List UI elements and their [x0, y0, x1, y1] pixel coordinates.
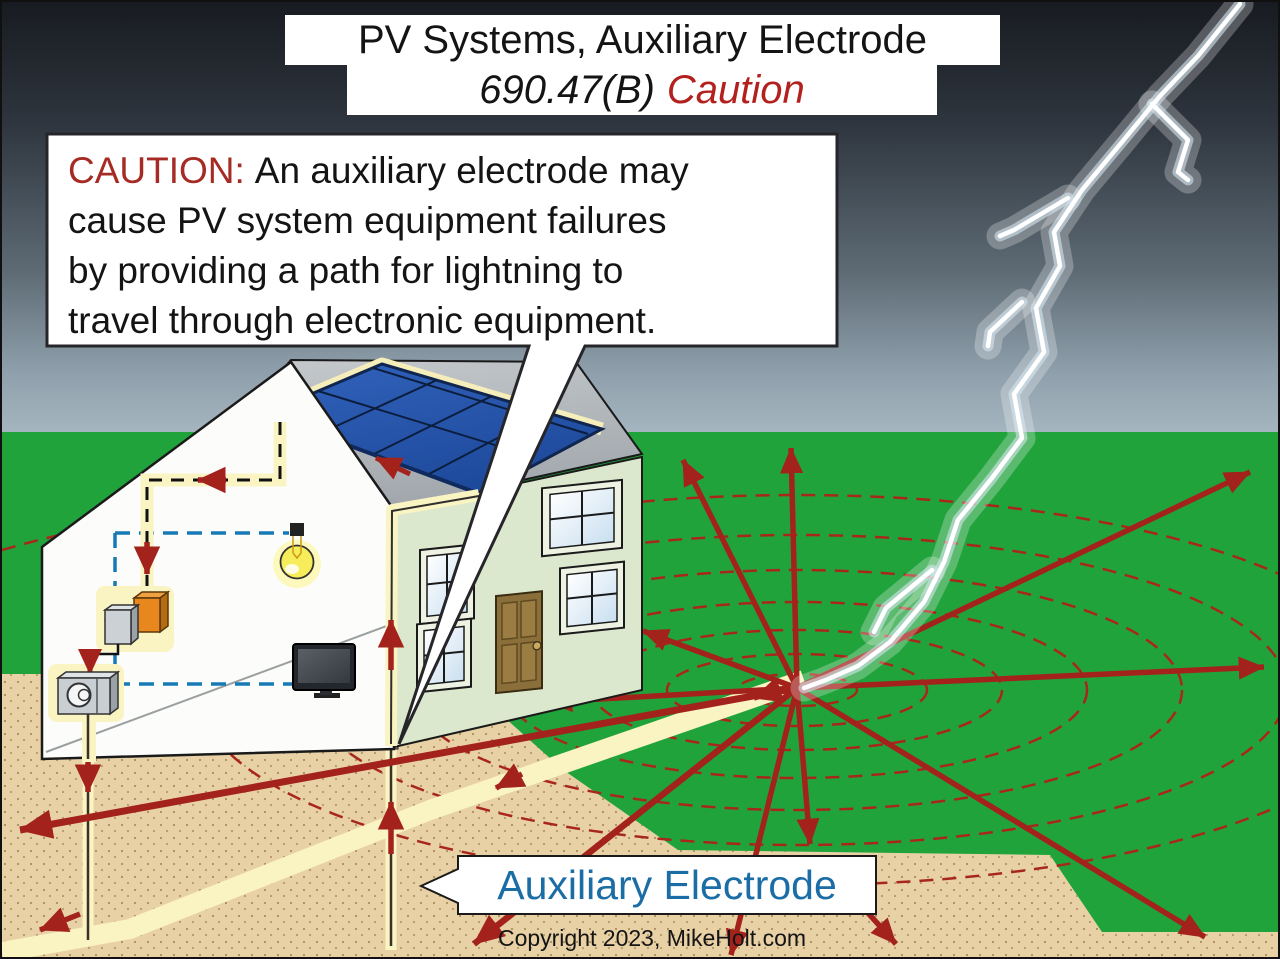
caution-callout-box	[45, 132, 839, 745]
window	[541, 478, 623, 558]
house	[40, 357, 644, 762]
caution-line: CAUTION:An auxiliary electrode may	[68, 150, 689, 191]
aux-label-box	[418, 855, 877, 915]
window	[559, 560, 625, 636]
caution-note: CAUTION:An auxiliary electrode may cause…	[68, 146, 823, 341]
pv-conductor-path	[133, 422, 287, 596]
utility-meter	[55, 670, 121, 716]
tv-icon	[292, 643, 356, 698]
lightning-bolt-icon	[790, 2, 1254, 702]
caution-line: cause PV system equipment failures	[68, 200, 667, 241]
caution-word: Caution	[666, 68, 805, 112]
caution-label: CAUTION:	[68, 150, 245, 191]
auxiliary-electrode-conductor	[377, 489, 481, 747]
caution-line: travel through electronic equipment.	[68, 300, 657, 341]
copyright-text: Copyright 2023, MikeHolt.com	[497, 925, 807, 951]
front-door	[495, 590, 543, 695]
soil-cross-section	[2, 674, 1278, 957]
code-section-label: 690.47(B)	[479, 68, 655, 112]
title-bar: PV Systems, Auxiliary Electrode	[285, 15, 1000, 65]
page-title: PV Systems, Auxiliary Electrode	[357, 18, 928, 62]
aux-electrode-label: Auxiliary Electrode	[497, 862, 837, 908]
light-bulb-icon	[273, 523, 321, 588]
title-code-bar: 690.47(B)Caution	[347, 65, 937, 115]
caution-line: by providing a path for lightning to	[68, 250, 624, 291]
service-panel	[102, 603, 141, 646]
inverter	[131, 590, 171, 634]
